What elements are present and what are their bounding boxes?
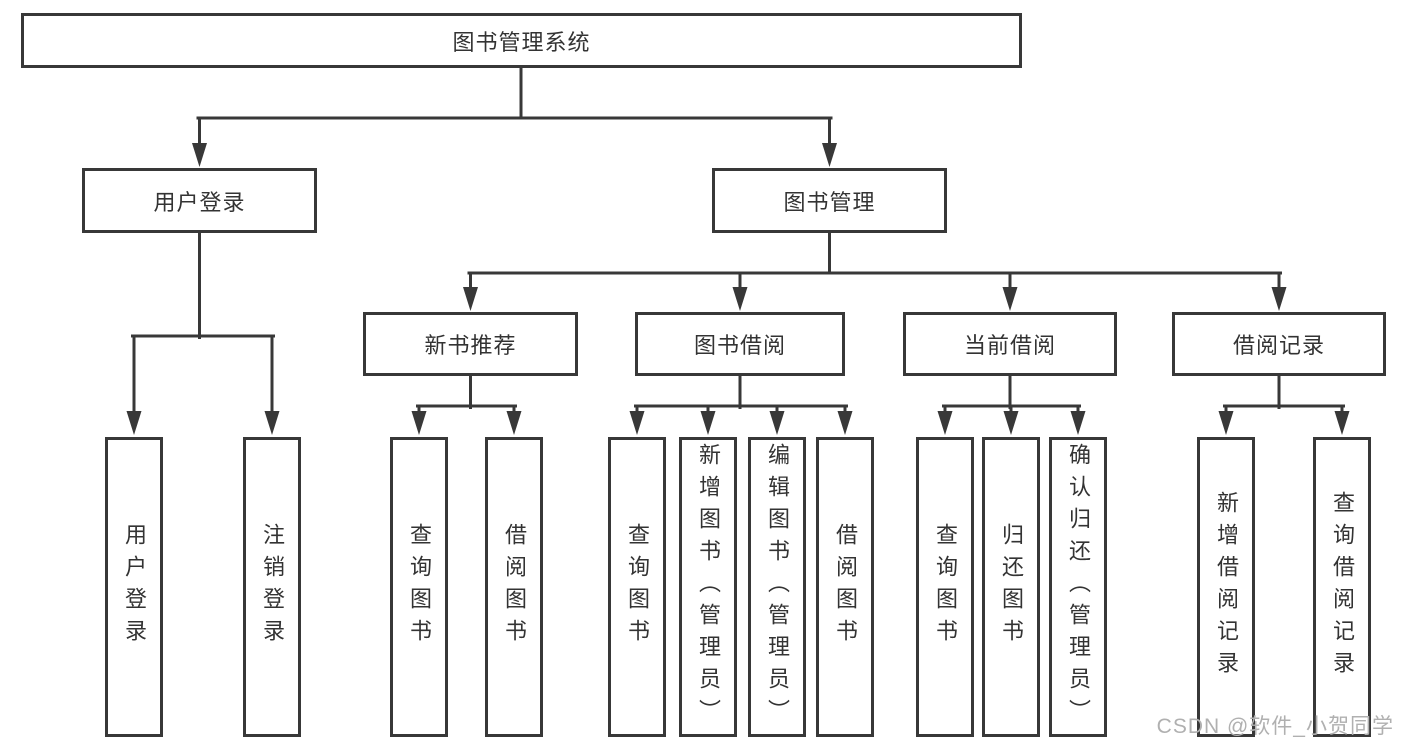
node-leaf-current-confirm-return: 确认归还（管理员） [1049,437,1107,737]
node-leaf-logout: 注销登录 [243,437,301,737]
node-leaf-borrow-add-book: 新增图书（管理员） [679,437,737,737]
node-new-book-rec: 新书推荐 [363,312,578,376]
node-borrow-record: 借阅记录 [1172,312,1386,376]
connector-book-mgmt-children [463,231,1287,311]
node-leaf-borrow-query-book: 查询图书 [608,437,666,737]
node-leaf-record-add: 新增借阅记录 [1197,437,1255,737]
node-leaf-current-return-book: 归还图书 [982,437,1040,737]
node-user-login: 用户登录 [82,168,317,233]
node-book-borrow: 图书借阅 [635,312,845,376]
connector-root-to-level2 [192,66,837,167]
watermark: CSDN @软件_小贺同学 [1156,715,1394,738]
node-root-system: 图书管理系统 [21,13,1022,68]
connector-borrow-record-children [1218,374,1350,435]
node-leaf-borrow-borrow-book: 借阅图书 [816,437,874,737]
node-leaf-rec-borrow-book: 借阅图书 [485,437,543,737]
node-leaf-record-query: 查询借阅记录 [1313,437,1371,737]
connector-book-borrow-children [629,374,853,435]
node-leaf-user-login: 用户登录 [105,437,163,737]
node-leaf-current-query-book: 查询图书 [916,437,974,737]
node-book-mgmt: 图书管理 [712,168,947,233]
connector-new-book-rec-children [411,374,522,435]
connector-current-borrow-children [937,374,1086,435]
node-leaf-rec-query-book: 查询图书 [390,437,448,737]
node-current-borrow: 当前借阅 [903,312,1117,376]
node-leaf-borrow-edit-book: 编辑图书（管理员） [748,437,806,737]
connector-user-login-children [126,231,280,435]
